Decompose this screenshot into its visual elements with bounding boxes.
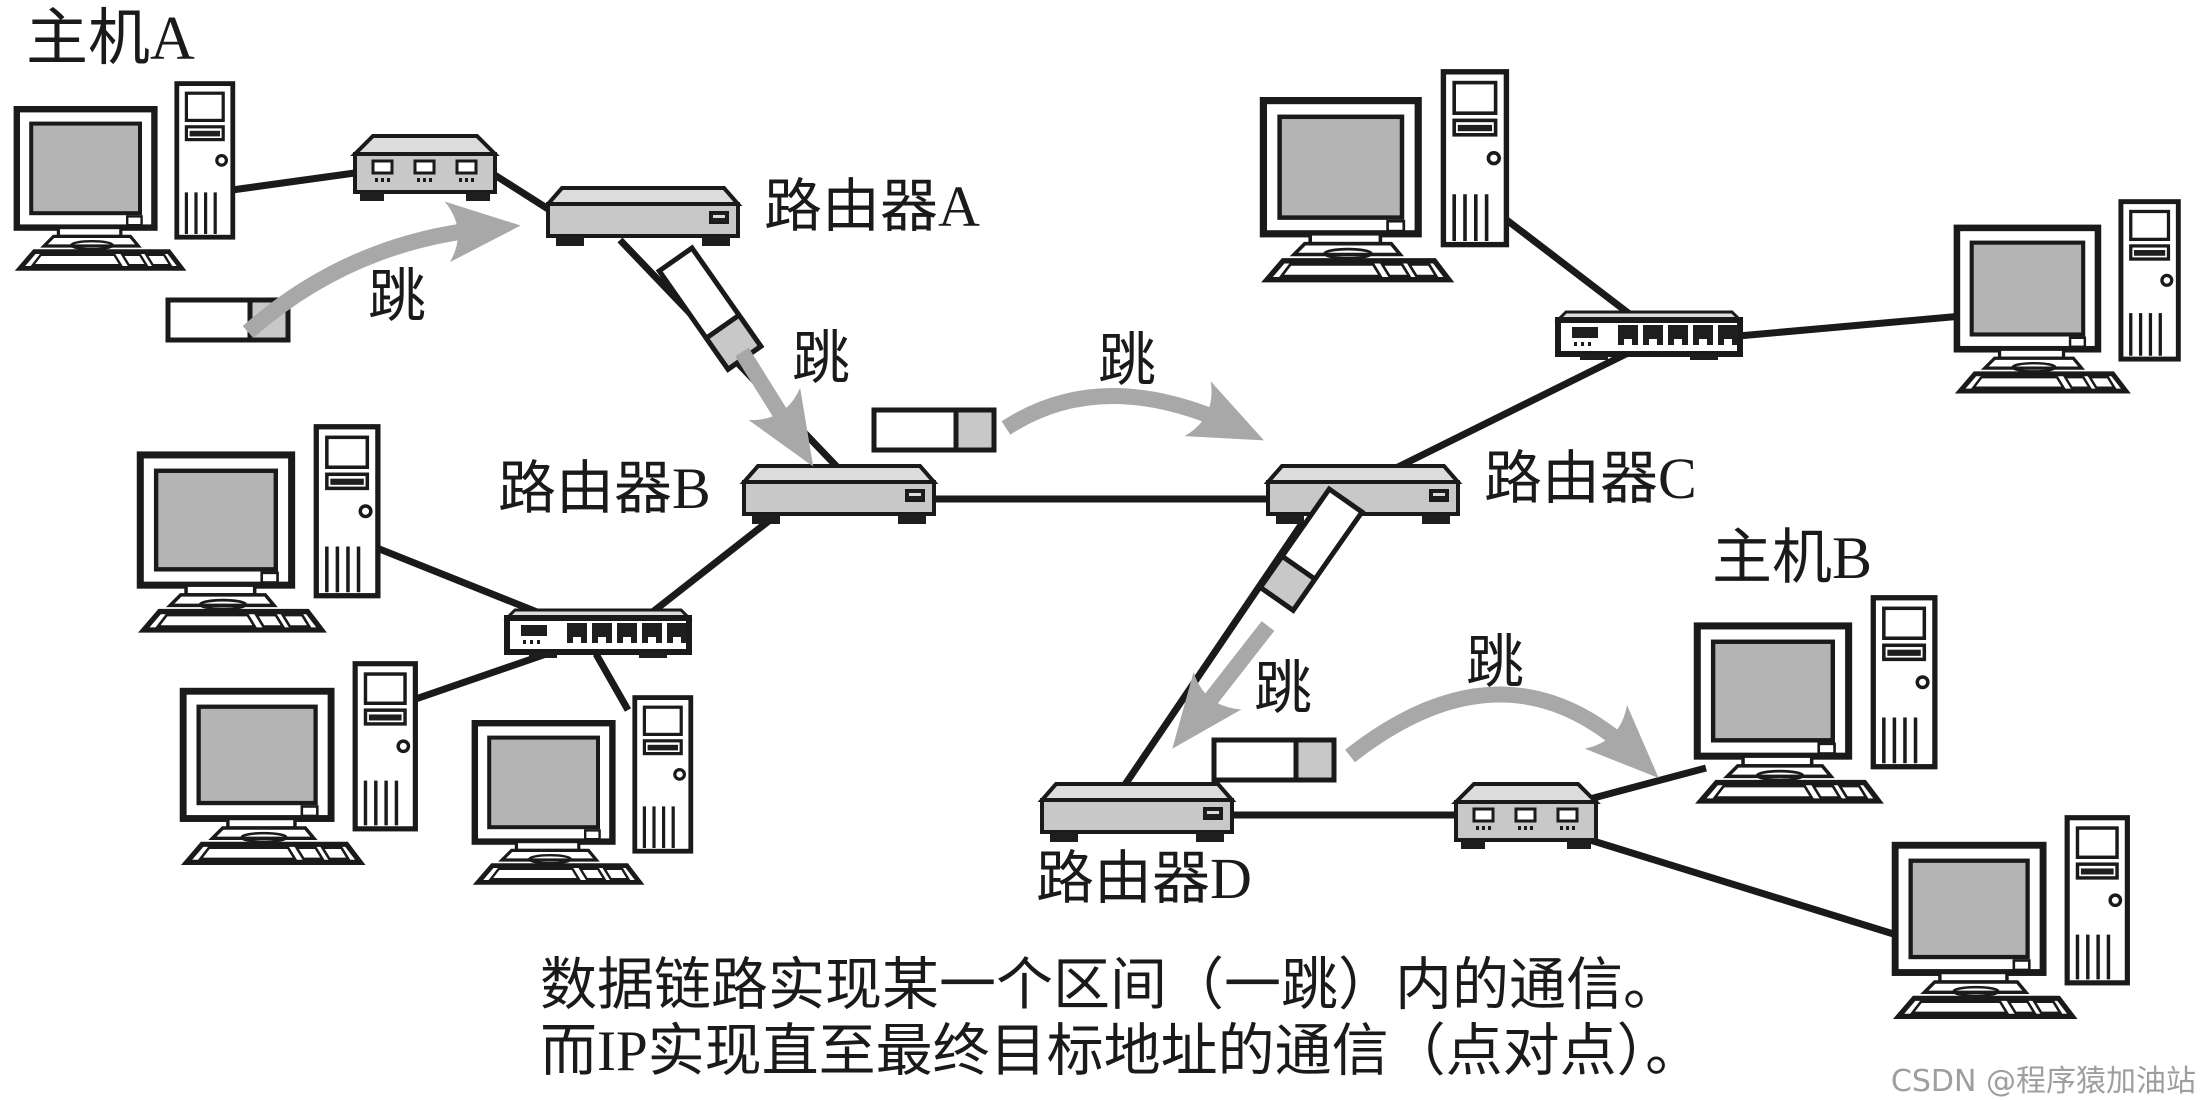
- lan-c-computer-1-icon: [1263, 72, 1506, 280]
- lan-d-computer-icon: [1895, 818, 2127, 1017]
- router-c-icon: [1266, 464, 1460, 526]
- lan-b-computer-2-icon: [183, 664, 415, 863]
- hop-arrow-5-icon: [1345, 686, 1659, 779]
- hop-arrows: [242, 201, 1659, 779]
- router-b-label: 路由器B: [498, 456, 711, 521]
- host-a-label: 主机A: [26, 5, 195, 73]
- cable-modem2-pcbr: [1588, 836, 1902, 940]
- cable-pcleftmid-switchleft: [370, 542, 544, 618]
- host-a-computer-icon: [17, 84, 233, 269]
- caption-line-2: 而IP实现直至最终目标地址的通信（点对点）。: [540, 1020, 1703, 1083]
- hop-arrow-2-icon: [735, 347, 814, 467]
- host-b-computer-icon: [1697, 598, 1935, 801]
- modem-1-icon: [353, 134, 497, 203]
- cable-modem2-hostb: [1585, 764, 1707, 804]
- cable-hosta-modem1: [231, 168, 363, 194]
- host-b-label: 主机B: [1712, 525, 1873, 591]
- hop-arrow-3-icon: [1001, 381, 1264, 441]
- switch-top-right-icon: [1558, 312, 1740, 360]
- packet-3-icon: [1214, 740, 1334, 780]
- modem-2-icon: [1454, 782, 1598, 851]
- lan-b-computer-3-icon: [475, 698, 691, 883]
- packet-2-icon: [874, 410, 994, 450]
- lan-b-computer-1-icon: [140, 427, 378, 630]
- caption-line-1: 数据链路实现某一个区间（一跳）内的通信。: [540, 954, 1680, 1017]
- router-d-label: 路由器D: [1036, 846, 1252, 911]
- hop-arrow-4-icon: [1172, 621, 1275, 749]
- hop-arrow-1-icon: [242, 201, 521, 338]
- switch-left-icon: [507, 610, 689, 658]
- lan-c-computer-2-icon: [1957, 202, 2178, 391]
- hop-label-2: 跳: [792, 326, 851, 391]
- cable-routerb-switchleft: [647, 517, 773, 617]
- cable-switchtr-routerc: [1390, 348, 1632, 474]
- hop-label-1: 跳: [368, 264, 427, 329]
- router-c-label: 路由器C: [1484, 446, 1697, 511]
- router-b-icon: [742, 464, 936, 526]
- cable-switchtr-pcfr: [1737, 312, 1963, 340]
- hop-label-3: 跳: [1098, 328, 1157, 393]
- hop-label-5: 跳: [1466, 630, 1525, 695]
- router-a-icon: [546, 186, 740, 248]
- router-d-icon: [1040, 782, 1234, 844]
- cable-modem1-routera: [488, 169, 558, 217]
- hop-label-4: 跳: [1254, 656, 1313, 721]
- csdn-watermark: CSDN @程序猿加油站: [1890, 1064, 2196, 1099]
- cable-switchleft-pcbl2: [592, 652, 632, 712]
- router-a-label: 路由器A: [764, 174, 980, 239]
